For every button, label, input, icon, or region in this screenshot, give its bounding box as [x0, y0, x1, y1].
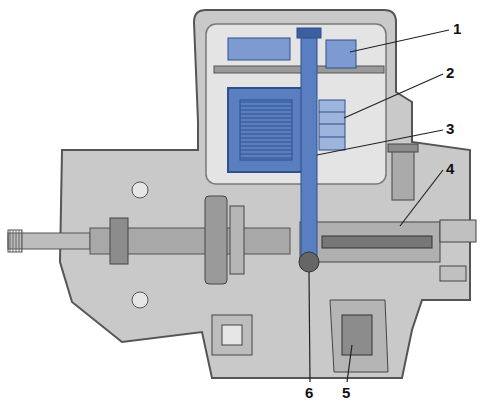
outlet-fitting — [440, 266, 466, 281]
actuator-shaft — [301, 30, 317, 268]
roller-ring — [230, 206, 244, 274]
actuator-coil — [228, 88, 304, 172]
callout-number: 4 — [446, 160, 454, 178]
housing-plug — [132, 182, 148, 198]
leader-line — [344, 74, 443, 118]
control-board — [214, 66, 384, 73]
timing-piston — [342, 315, 372, 355]
spring-turn — [319, 124, 345, 125]
distributor-plunger — [322, 236, 432, 248]
timing-device — [330, 300, 388, 372]
spring-turn — [319, 137, 345, 138]
outlet-fitting — [440, 220, 476, 242]
bottom-boss — [212, 315, 252, 355]
angle-sensor — [326, 40, 356, 68]
callout-number: 1 — [453, 20, 461, 38]
cover-cavity — [206, 24, 386, 184]
distributor-head — [300, 222, 440, 262]
callout-number: 3 — [446, 120, 454, 138]
leader-line — [350, 30, 449, 52]
cam-disc — [205, 196, 227, 284]
callout-number: 2 — [446, 64, 454, 82]
boss-bore — [222, 325, 242, 345]
electronics-module — [228, 38, 290, 60]
eccentric-pin — [299, 252, 319, 272]
coil-winding — [240, 100, 292, 160]
housing-plug — [132, 292, 148, 308]
callout-number: 5 — [342, 384, 350, 402]
leader-line — [317, 130, 443, 155]
shaft-spline — [8, 230, 22, 252]
pump-housing — [60, 10, 470, 378]
callout-number: 6 — [305, 384, 313, 402]
valve-cap — [388, 144, 418, 152]
shaft-cap — [297, 28, 321, 38]
solenoid-valve — [392, 150, 414, 200]
return-spring — [319, 100, 345, 150]
shaft-seal — [110, 218, 128, 264]
spring-turn — [319, 112, 345, 113]
leader-line — [400, 170, 443, 226]
leader-line — [309, 272, 310, 382]
leader-line — [347, 345, 352, 382]
